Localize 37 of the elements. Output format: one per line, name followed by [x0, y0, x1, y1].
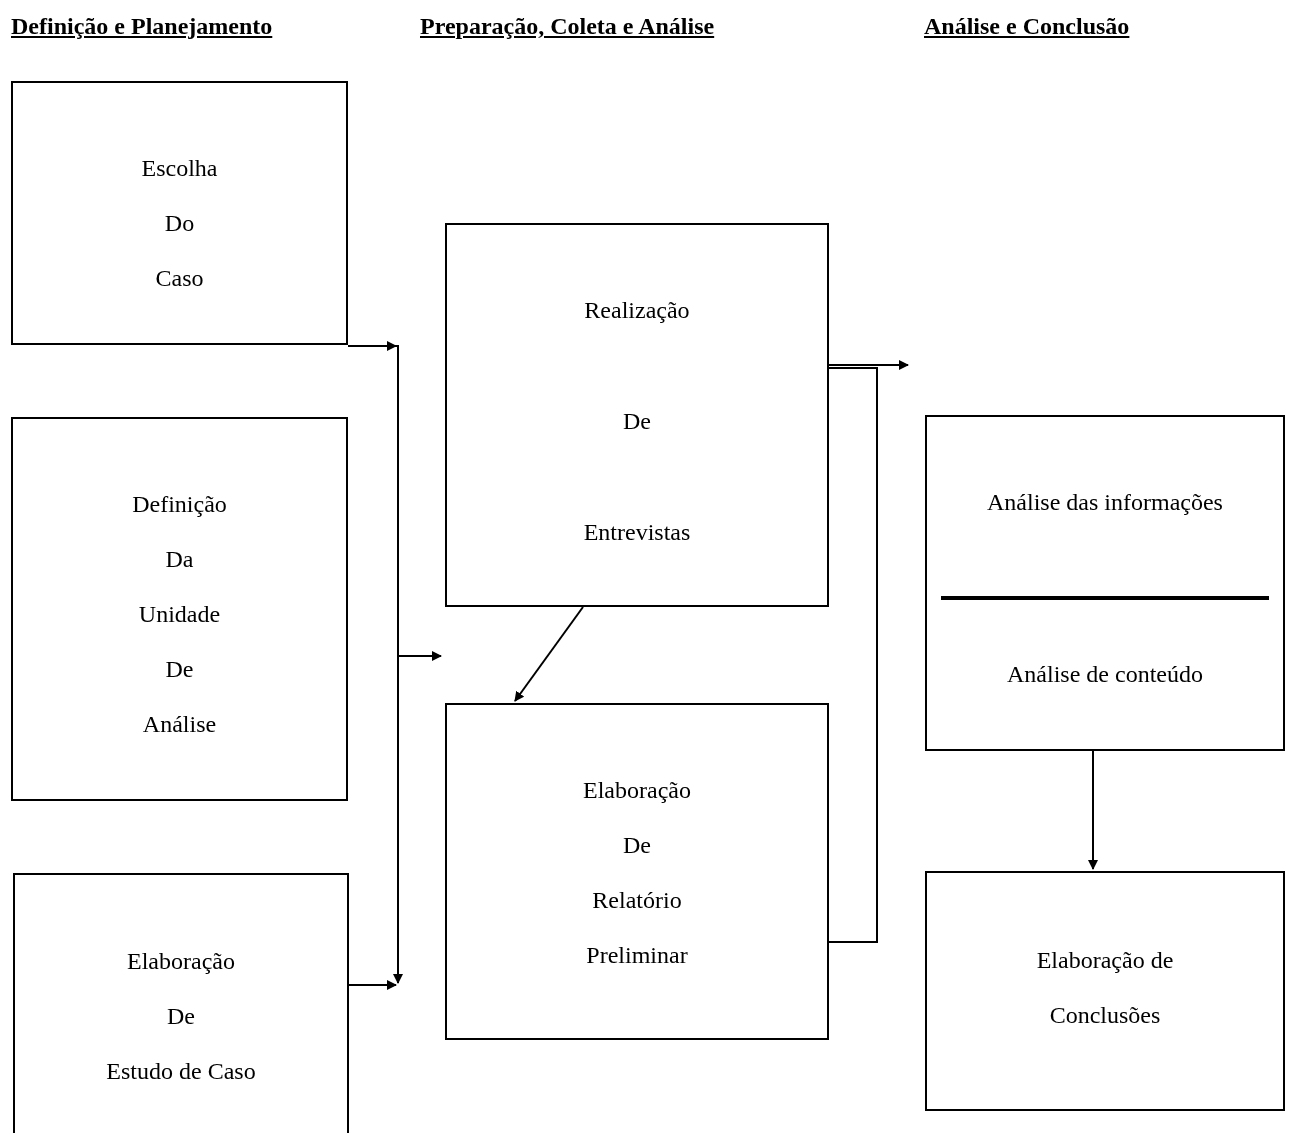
- box-text: Unidade: [138, 600, 221, 629]
- box-text: De: [623, 407, 651, 436]
- arrow: [348, 980, 397, 990]
- box-text: Estudo de Caso: [106, 1057, 256, 1086]
- box-text: De: [165, 655, 194, 684]
- box-text: Relatório: [592, 886, 682, 915]
- box-text: Análise de conteúdo: [1006, 660, 1204, 689]
- arrow: [514, 606, 584, 702]
- box-text: Elaboração: [127, 947, 235, 976]
- process-box: [445, 223, 829, 607]
- box-text: Análise: [142, 710, 217, 739]
- box-text: Conclusões: [1049, 1001, 1161, 1030]
- process-box: [445, 703, 829, 1040]
- box-text: Da: [165, 545, 194, 574]
- box-text: Elaboração de: [1036, 946, 1174, 975]
- arrow: [828, 360, 909, 370]
- process-box: [11, 81, 348, 345]
- box-text: Entrevistas: [583, 518, 691, 547]
- process-box: [925, 415, 1285, 751]
- process-box: [925, 871, 1285, 1111]
- connector-line: [828, 367, 878, 943]
- process-box: [11, 417, 348, 801]
- box-text: Escolha: [141, 154, 218, 183]
- box-text: Definição: [132, 490, 227, 519]
- box-text: Elaboração: [583, 776, 691, 805]
- phase-heading: Definição e Planejamento: [11, 12, 273, 41]
- box-text: Do: [164, 209, 195, 238]
- arrow: [1088, 750, 1098, 870]
- box-text: De: [167, 1002, 195, 1031]
- phase-heading: Preparação, Coleta e Análise: [420, 12, 715, 41]
- box-text: De: [623, 831, 651, 860]
- box-text: Análise das informações: [986, 488, 1224, 517]
- phase-heading: Análise e Conclusão: [924, 12, 1130, 41]
- box-text: Caso: [155, 264, 204, 293]
- box-text: Preliminar: [586, 941, 688, 970]
- box-text: Realização: [584, 296, 690, 325]
- process-box: [13, 873, 349, 1133]
